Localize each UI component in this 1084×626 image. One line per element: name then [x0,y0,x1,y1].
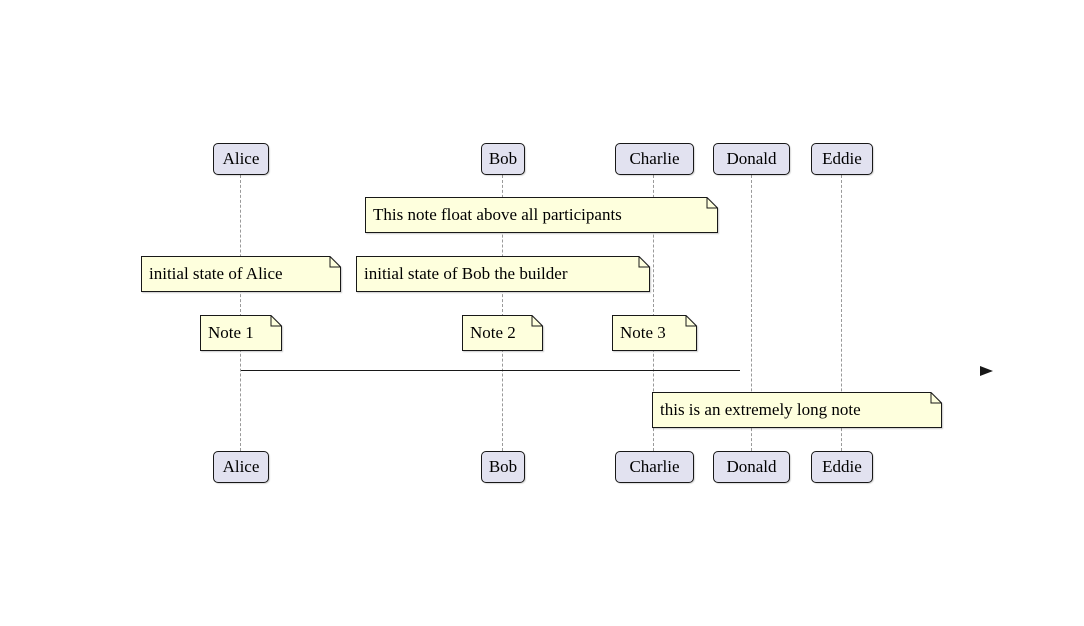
note-initial-bob: initial state of Bob the builder [356,256,650,292]
participant-label: Eddie [822,149,862,168]
note-floating: This note float above all participants [365,197,718,233]
note-3: Note 3 [612,315,697,351]
note-shape [652,392,942,428]
note-text: Note 3 [620,323,666,342]
note-1: Note 1 [200,315,282,351]
note-2: Note 2 [462,315,543,351]
note-text: this is an extremely long note [660,400,861,419]
note-text: Note 1 [208,323,254,342]
participant-top-donald: Donald [713,143,790,175]
note-initial-alice: initial state of Alice [141,256,341,292]
note-extremely-long: this is an extremely long note [652,392,942,428]
lifeline-eddie [841,175,842,451]
participant-bottom-donald: Donald [713,451,790,483]
participant-label: Alice [222,149,260,168]
note-shape [356,256,650,292]
note-text: Note 2 [470,323,516,342]
lifeline-donald [751,175,752,451]
arrowhead-icon [980,365,993,376]
participant-top-bob: Bob [481,143,525,175]
participant-bottom-alice: Alice [213,451,269,483]
participant-bottom-bob: Bob [481,451,525,483]
participant-bottom-eddie: Eddie [811,451,873,483]
participant-label: Donald [726,149,777,168]
lifeline-alice [240,175,241,451]
note-shape [200,315,282,351]
participant-label: Charlie [629,149,680,168]
participant-top-eddie: Eddie [811,143,873,175]
participant-label: Eddie [822,457,862,476]
note-text: This note float above all participants [373,205,622,224]
participant-label: Donald [726,457,777,476]
participant-top-charlie: Charlie [615,143,694,175]
lifeline-charlie [653,175,654,451]
note-text: initial state of Bob the builder [364,264,568,283]
note-shape [462,315,543,351]
participant-label: Bob [488,149,518,168]
note-shape [612,315,697,351]
note-text: initial state of Alice [149,264,283,283]
participant-bottom-charlie: Charlie [615,451,694,483]
participant-label: Alice [222,457,260,476]
participant-top-alice: Alice [213,143,269,175]
participant-label: Bob [488,457,518,476]
note-shape [141,256,341,292]
note-shape [365,197,718,233]
message-line [241,370,740,371]
participant-label: Charlie [629,457,680,476]
lifeline-bob [502,175,503,451]
